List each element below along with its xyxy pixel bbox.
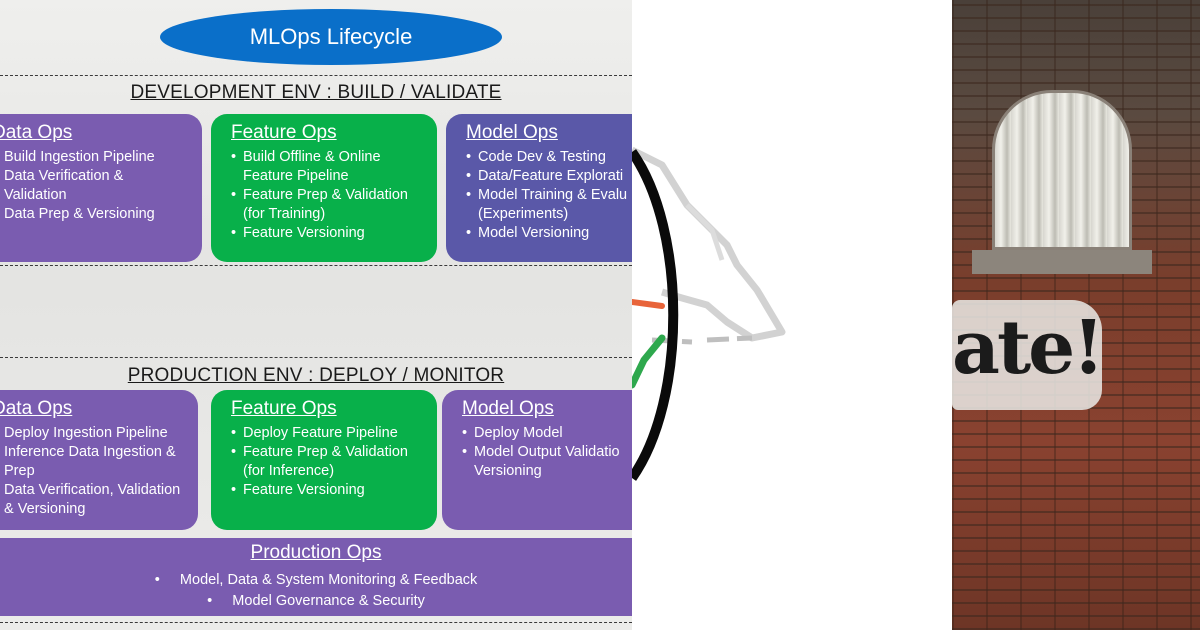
arc-sketch-illustration	[627, 146, 786, 481]
divider-bottom	[0, 622, 632, 623]
dev-feature-ops-box: Feature Ops Build Offline & Online Featu…	[211, 114, 437, 262]
dev-data-ops-item: Data Prep & Versioning	[0, 205, 192, 224]
prod-feature-ops-item: Feature Prep & Validation (for Inference…	[231, 443, 421, 481]
dev-data-ops-title: Data Ops	[0, 122, 73, 143]
dev-data-ops-item: Build Ingestion Pipeline	[0, 148, 192, 167]
dev-data-ops-box: Data Ops Build Ingestion Pipeline Data V…	[0, 114, 202, 262]
dev-feature-ops-title: Feature Ops	[231, 122, 337, 143]
development-heading: DEVELOPMENT ENV : BUILD / VALIDATE	[130, 82, 502, 103]
prod-model-ops-item: Model Output Validatio Versioning	[462, 443, 632, 481]
production-ops-box: Production Ops • Model, Data & System Mo…	[0, 538, 632, 616]
production-ops-item: • Model, Data & System Monitoring & Feed…	[154, 572, 478, 588]
prod-model-ops-box: Model Ops Deploy Model Model Output Vali…	[442, 390, 632, 530]
prod-data-ops-item: Deploy Ingestion Pipeline	[0, 424, 188, 443]
dev-model-ops-item: Model Versioning	[466, 224, 632, 243]
divider-dev-bottom	[0, 265, 632, 266]
dev-model-ops-box: Model Ops Code Dev & Testing Data/Featur…	[446, 114, 632, 262]
production-heading: PRODUCTION ENV : DEPLOY / MONITOR	[127, 365, 505, 386]
production-ops-title: Production Ops	[250, 542, 382, 563]
divider-prod-top	[0, 357, 632, 358]
divider-top	[0, 75, 632, 76]
prod-data-ops-item: Data Verification, Validation & Versioni…	[0, 481, 182, 519]
prod-feature-ops-box: Feature Ops Deploy Feature Pipeline Feat…	[211, 390, 437, 530]
lifecycle-title: MLOps Lifecycle	[160, 9, 502, 65]
mlops-slide: MLOps Lifecycle DEVELOPMENT ENV : BUILD …	[0, 0, 632, 630]
dev-feature-ops-item: Feature Versioning	[231, 224, 427, 243]
graffiti-text: ate!	[952, 305, 1105, 391]
decorative-graphic	[627, 0, 952, 630]
dev-model-ops-item: Data/Feature Explorati	[466, 167, 632, 186]
dev-data-ops-item: Data Verification & Validation	[0, 167, 142, 205]
prod-feature-ops-item: Deploy Feature Pipeline	[231, 424, 427, 443]
production-ops-item-text: Model Governance & Security	[232, 593, 425, 609]
prod-data-ops-box: Data Ops Deploy Ingestion Pipeline Infer…	[0, 390, 198, 530]
dev-model-ops-item: Code Dev & Testing	[466, 148, 632, 167]
prod-model-ops-title: Model Ops	[462, 398, 554, 419]
production-ops-item-text: Model, Data & System Monitoring & Feedba…	[179, 572, 478, 588]
brick-wall-photo: ate!	[952, 0, 1200, 630]
window-sill	[972, 250, 1152, 274]
window-shutter	[992, 90, 1132, 250]
prod-data-ops-item: Inference Data Ingestion & Prep	[0, 443, 182, 481]
dev-model-ops-title: Model Ops	[466, 122, 558, 143]
prod-feature-ops-title: Feature Ops	[231, 398, 337, 419]
dev-feature-ops-item: Feature Prep & Validation (for Training)	[231, 186, 421, 224]
dev-feature-ops-item: Build Offline & Online Feature Pipeline	[231, 148, 416, 186]
production-ops-item: • Model Governance & Security	[207, 593, 425, 609]
graffiti-paint-patch	[952, 300, 1102, 410]
prod-feature-ops-item: Feature Versioning	[231, 481, 427, 500]
prod-model-ops-item: Deploy Model	[462, 424, 632, 443]
prod-data-ops-title: Data Ops	[0, 398, 73, 419]
dev-model-ops-item: Model Training & Evalu (Experiments)	[466, 186, 632, 224]
